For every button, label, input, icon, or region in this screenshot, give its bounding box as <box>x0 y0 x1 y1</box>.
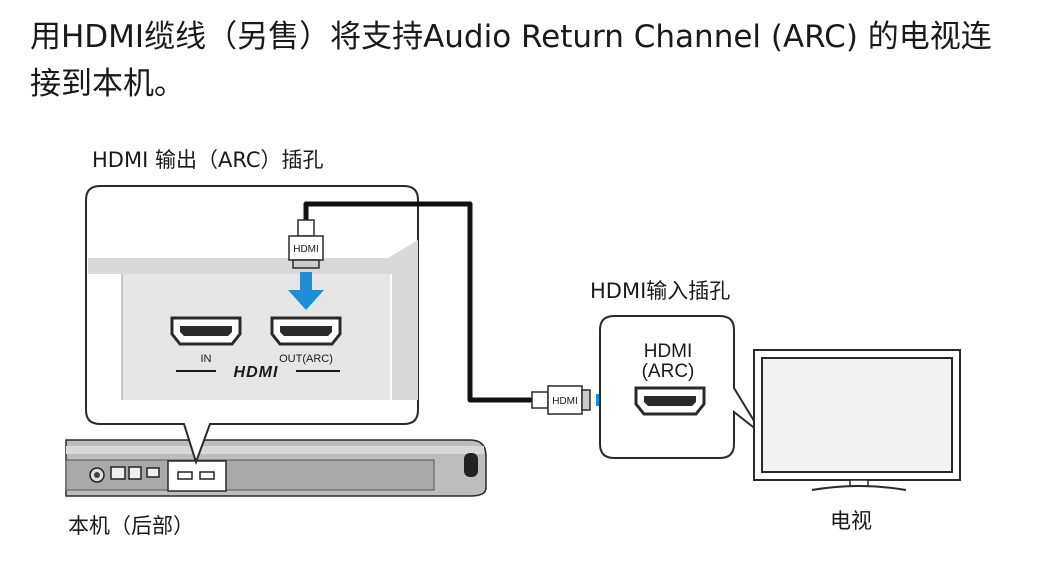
tv-port-sub: (ARC) <box>642 361 695 382</box>
arrow-down-icon <box>288 272 324 310</box>
unit-port-in-label: IN <box>201 353 212 365</box>
plug-right-label: HDMI <box>552 396 578 407</box>
unit-output-jack-label: HDMI 输出（ARC）插孔 <box>92 148 324 172</box>
hdmi-logo-text: HDMI <box>234 364 279 381</box>
cable-plug-right: HDMI <box>531 385 591 415</box>
cable-plug-top: HDMI <box>288 219 324 269</box>
instruction-text: 用HDMI缆线（另售）将支持Audio Return Channel (ARC)… <box>30 14 1020 108</box>
hdmi-cable <box>303 201 540 403</box>
unit-hdmi-in-port <box>170 316 242 346</box>
tv-hdmi-port <box>634 386 706 416</box>
tv-label: 电视 <box>830 509 872 533</box>
tv-input-jack-label: HDMI输入插孔 <box>590 279 731 303</box>
unit-zoom-callout <box>85 185 419 466</box>
tv-port-name: HDMI <box>644 341 693 362</box>
plug-top-label: HDMI <box>293 244 319 255</box>
unit-hdmi-out-port <box>270 316 342 346</box>
instruction-line-2: 接到本机。 <box>30 66 185 102</box>
unit-port-out-label: OUT(ARC) <box>279 353 333 365</box>
unit-rear-label: 本机（后部） <box>68 514 194 538</box>
instruction-line-1: 用HDMI缆线（另售）将支持Audio Return Channel (ARC)… <box>30 19 992 55</box>
hdmi-logo: HDMI <box>176 364 340 381</box>
tv-illustration <box>753 349 961 491</box>
unit-body <box>65 439 487 497</box>
